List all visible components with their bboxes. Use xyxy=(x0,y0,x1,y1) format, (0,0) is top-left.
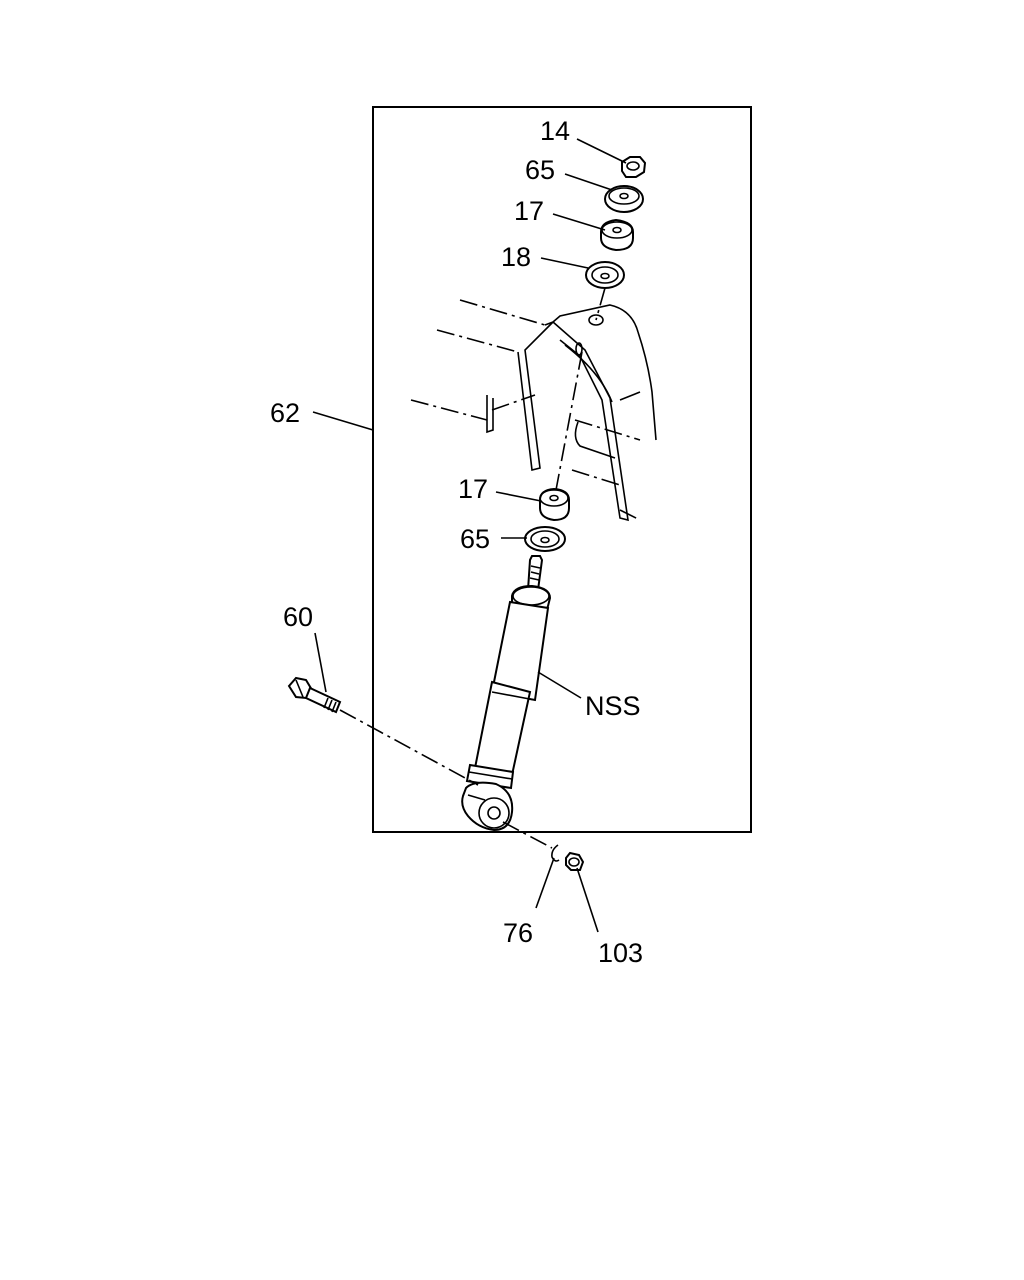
frame-bracket xyxy=(410,299,657,522)
callout-76: 76 xyxy=(503,918,533,948)
washer-lower-part xyxy=(524,526,566,552)
assembly-frame xyxy=(372,106,752,833)
leader-17-lower xyxy=(495,491,542,502)
leader-18 xyxy=(540,257,589,269)
callout-14: 14 xyxy=(540,116,570,146)
callout-17-lower: 17 xyxy=(458,474,488,504)
washer-bottom-part xyxy=(551,844,560,862)
bushing-lower-part xyxy=(539,487,570,522)
callout-17-upper: 17 xyxy=(514,196,544,226)
callout-18: 18 xyxy=(501,242,531,272)
bolt-part xyxy=(287,676,342,714)
bushing-upper-part xyxy=(600,218,634,252)
leader-60 xyxy=(314,632,327,693)
nut-top-part xyxy=(621,156,647,178)
callout-65-upper: 65 xyxy=(525,155,555,185)
washer-upper-part xyxy=(604,185,644,213)
callout-103: 103 xyxy=(598,938,643,968)
callout-62: 62 xyxy=(270,398,300,428)
leader-103 xyxy=(576,867,599,933)
leader-76 xyxy=(535,857,555,909)
leader-17-upper xyxy=(552,213,606,231)
leader-65-upper xyxy=(564,173,613,191)
leader-14 xyxy=(576,138,627,164)
leader-62 xyxy=(312,411,374,431)
nut-bottom-part xyxy=(565,851,585,871)
callout-nss: NSS xyxy=(585,691,641,721)
callout-65-lower: 65 xyxy=(460,524,490,554)
cup-washer-part xyxy=(585,261,625,289)
callout-60: 60 xyxy=(283,602,313,632)
shock-absorber-part xyxy=(461,555,552,832)
leader-nss xyxy=(537,671,582,699)
